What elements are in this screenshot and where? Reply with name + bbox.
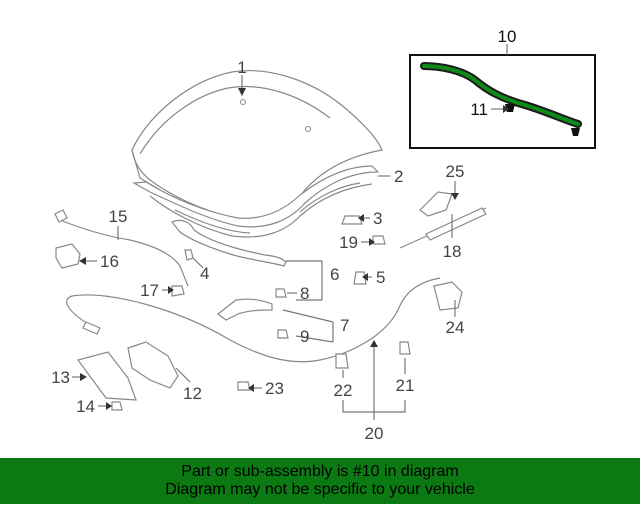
- callout-5-arrow: [362, 273, 368, 281]
- callout-9: 9: [300, 327, 309, 346]
- part-23-clip[interactable]: [237, 381, 251, 391]
- parts-diagram: 10 11 1 2 25 15 3 19 18 16 4 6 5 17 8 7 …: [51, 27, 596, 443]
- callout-1-arrow: [238, 88, 246, 96]
- callout-19-arrow: [369, 238, 375, 246]
- part-7-latch-support[interactable]: [217, 298, 273, 321]
- callout-8: 8: [300, 284, 309, 303]
- part-15-release-cable[interactable]: [59, 219, 189, 287]
- callout-23: 23: [265, 379, 284, 398]
- callout-20: 20: [365, 424, 384, 443]
- part-12-hood-lock[interactable]: [127, 341, 179, 389]
- part-20-latch-cable[interactable]: [66, 277, 441, 363]
- callout-20-arrow: [370, 340, 378, 347]
- part-14-bolt[interactable]: [111, 401, 123, 411]
- part-4-hood-rod[interactable]: [184, 249, 194, 261]
- info-banner-line-1: Part or sub-assembly is #10 in diagram: [181, 463, 459, 480]
- callout-25-arrow: [451, 193, 459, 200]
- part-18-strut-body: [425, 207, 487, 241]
- callout-13: 13: [51, 368, 70, 387]
- part-19-clip[interactable]: [372, 235, 386, 245]
- part-10-clip-end: [571, 128, 580, 136]
- part-10-weatherstrip-highlight: [422, 64, 580, 126]
- info-banner: Part or sub-assembly is #10 in diagram D…: [0, 458, 640, 504]
- part-17-grommet[interactable]: [171, 285, 185, 297]
- part-2-frame-inner: [174, 182, 361, 234]
- part-2-hood-frame: [149, 183, 373, 238]
- callout-25: 25: [446, 162, 465, 181]
- callout-10: 10: [498, 27, 517, 46]
- part-8-clip[interactable]: [275, 288, 287, 298]
- callout-3-arrow: [358, 214, 364, 222]
- callout-24: 24: [446, 318, 465, 337]
- callout-4-leader: [192, 257, 204, 269]
- callout-19: 19: [339, 233, 358, 252]
- callout-6: 6: [330, 265, 339, 284]
- callout-3: 3: [373, 209, 382, 228]
- callout-22: 22: [334, 381, 353, 400]
- callout-16-arrow: [79, 257, 86, 265]
- callout-6-leader: [286, 260, 323, 301]
- hood-washer-hole: [305, 126, 311, 132]
- part-1-hood-crease: [139, 85, 331, 155]
- part-6-seal[interactable]: [171, 219, 287, 267]
- callout-5: 5: [376, 268, 385, 287]
- hood-emblem-hole: [240, 99, 246, 105]
- callout-18: 18: [443, 242, 462, 261]
- part-5-cushion[interactable]: [353, 271, 367, 285]
- part-10-inset: [409, 44, 596, 149]
- callout-13-arrow: [80, 373, 87, 381]
- callout-16: 16: [100, 252, 119, 271]
- callout-21: 21: [396, 376, 415, 395]
- info-banner-line-2: Diagram may not be specific to your vehi…: [165, 481, 475, 498]
- part-15-cable-end: [54, 209, 68, 223]
- callout-12: 12: [183, 384, 202, 403]
- part-3-bumper[interactable]: [341, 215, 363, 225]
- part-2-hood-insulator[interactable]: [132, 165, 380, 228]
- callout-2: 2: [394, 167, 403, 186]
- callout-1: 1: [237, 58, 246, 77]
- callout-15: 15: [109, 207, 128, 226]
- callout-7: 7: [340, 316, 349, 335]
- callout-14-arrow: [106, 402, 112, 410]
- callout-12-leader: [175, 367, 191, 383]
- callout-11: 11: [470, 100, 488, 119]
- hood-assembly: [131, 70, 390, 238]
- part-22-holder[interactable]: [335, 353, 349, 369]
- part-20-cable-end: [82, 321, 101, 335]
- callout-4: 4: [200, 264, 209, 283]
- callout-11-arrow: [503, 105, 509, 113]
- part-16-release-handle[interactable]: [55, 243, 81, 269]
- callout-14: 14: [76, 397, 95, 416]
- part-13-lock-cover[interactable]: [76, 351, 137, 401]
- callout-7-leader: [282, 309, 334, 343]
- part-9-bolt[interactable]: [277, 329, 289, 339]
- part-24-secondary-latch[interactable]: [433, 281, 463, 311]
- part-25-bracket[interactable]: [419, 191, 453, 217]
- part-21-clamp[interactable]: [399, 341, 411, 355]
- callout-23-arrow: [248, 384, 254, 392]
- callout-17: 17: [140, 281, 159, 300]
- callout-17-arrow: [168, 286, 174, 294]
- callout-20-bracket: [342, 400, 406, 413]
- part-1-hood[interactable]: [131, 70, 383, 220]
